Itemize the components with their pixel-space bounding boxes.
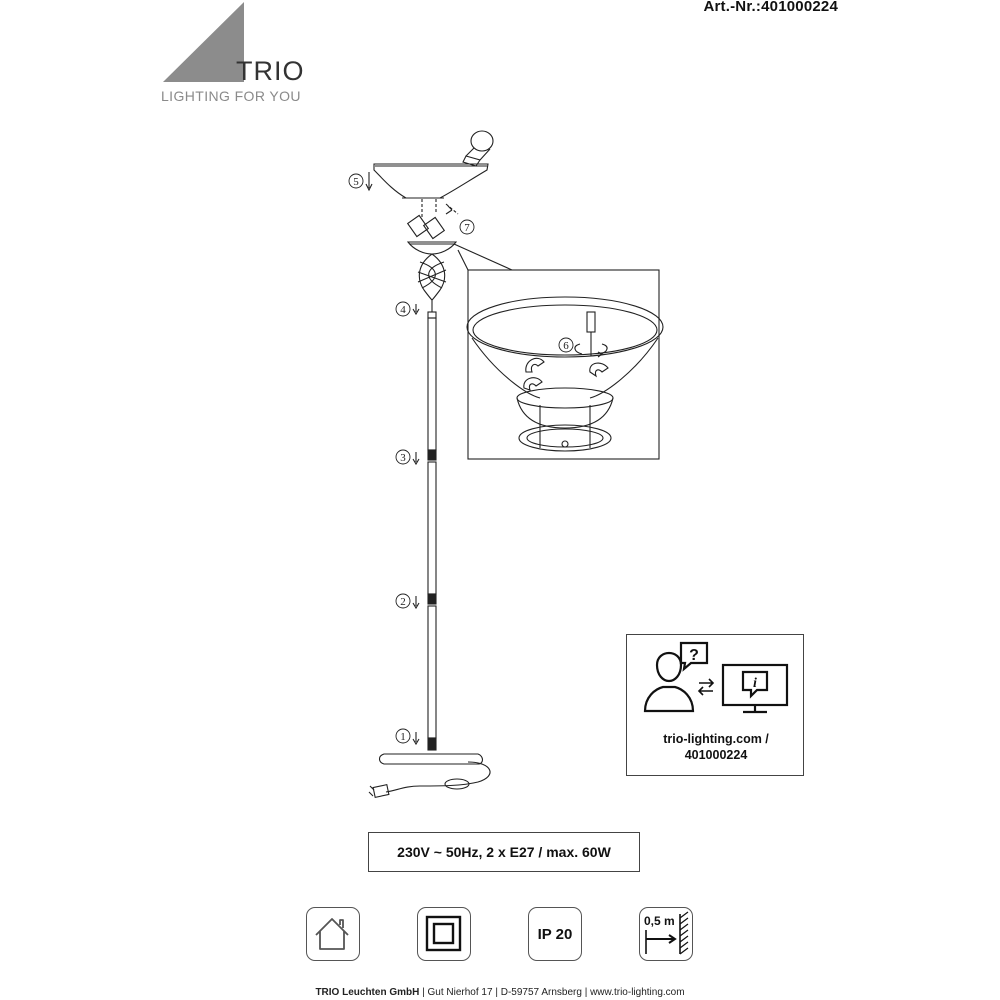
protection-class-2-icon — [417, 907, 471, 961]
monitor-info-icon — [721, 663, 789, 714]
step-label-2: 2 — [400, 596, 406, 608]
electrical-spec-text: 230V ~ 50Hz, 2 x E27 / max. 60W — [397, 844, 611, 860]
footer-website[interactable]: www.trio-lighting.com — [590, 987, 685, 998]
footer-company: TRIO Leuchten GmbH — [315, 987, 420, 998]
help-url-line1: trio-lighting.com / — [663, 732, 769, 746]
power-cable — [368, 761, 491, 798]
article-number: Art.-Nr.:401000224 — [703, 0, 838, 15]
min-distance-text: 0,5 m — [644, 914, 675, 928]
lamp-base — [378, 753, 484, 765]
min-distance-icon: 0,5 m — [639, 907, 693, 961]
step-label-3: 3 — [400, 452, 406, 464]
trio-logo-triangle — [163, 2, 244, 82]
exchange-arrows-icon — [697, 678, 715, 696]
step-label-7: 7 — [464, 222, 470, 234]
question-mark: ? — [689, 647, 699, 664]
step-label-5: 5 — [353, 176, 359, 188]
ip-rating-text: IP 20 — [537, 925, 573, 943]
help-url[interactable]: trio-lighting.com / 401000224 — [627, 731, 805, 763]
screwdriver-icon — [574, 311, 608, 358]
brand-logo-text: TRIO — [236, 56, 305, 86]
person-icon — [643, 651, 695, 713]
info-mark: i — [753, 676, 757, 691]
footer-separator: | — [584, 987, 588, 998]
upper-shade-bowl — [373, 163, 489, 199]
question-bubble-icon — [679, 641, 709, 672]
indoor-use-icon — [306, 907, 360, 961]
detail-bowl — [466, 296, 664, 452]
step-label-4: 4 — [400, 304, 406, 316]
ip-rating-badge: IP 20 — [528, 907, 582, 961]
lamp-holder — [406, 214, 446, 240]
help-url-line2: 401000224 — [684, 748, 748, 762]
step-label-6: 6 — [563, 340, 569, 352]
electrical-spec: 230V ~ 50Hz, 2 x E27 / max. 60W — [368, 832, 640, 872]
lamp-rod — [427, 300, 437, 751]
online-help-box: ? i trio-lighting.com / 401000224 — [626, 634, 804, 776]
footer-address: Gut Nierhof 17 — [427, 987, 493, 998]
footer-separator: | — [495, 987, 498, 998]
footer-city: D-59757 Arnsberg — [500, 987, 582, 998]
bulb-icon — [462, 130, 494, 167]
footer-separator: | — [422, 987, 425, 998]
step-label-1: 1 — [400, 731, 406, 743]
footer: TRIO Leuchten GmbH | Gut Nierhof 17 | D-… — [0, 987, 1000, 998]
twisted-cage — [417, 253, 447, 301]
brand-tagline: LIGHTING FOR YOU — [161, 88, 301, 104]
